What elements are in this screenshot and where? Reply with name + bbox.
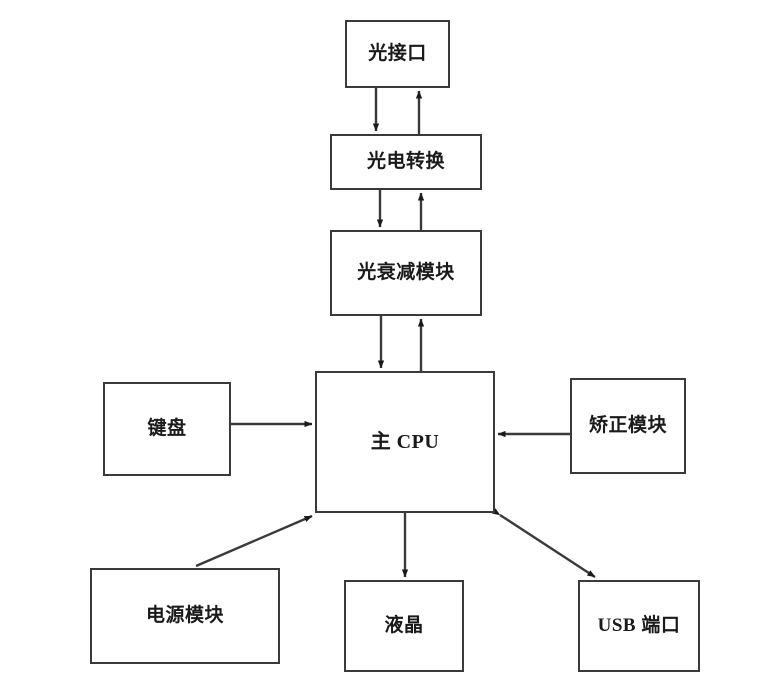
node-power-module-label: 电源模块 [145,604,224,626]
node-optical-interface-label: 光接口 [368,42,427,64]
node-keyboard[interactable]: 键盘 [103,382,231,476]
node-keyboard-label: 键盘 [147,417,187,439]
node-optical-attenuator-module[interactable]: 光衰减模块 [330,230,482,316]
node-power-module[interactable]: 电源模块 [90,568,280,664]
node-lcd[interactable]: 液晶 [344,580,464,672]
node-main-cpu[interactable]: 主 CPU [315,371,495,513]
node-optical-interface[interactable]: 光接口 [345,20,450,88]
node-photoelectric-conversion[interactable]: 光电转换 [330,134,482,190]
edge-power-to-main-cpu [195,514,313,568]
edge-main-cpu-to-usb [491,508,596,579]
node-optical-attenuator-module-label: 光衰减模块 [357,261,455,283]
node-correction-module-label: 矫正模块 [588,414,667,436]
node-usb-port[interactable]: USB 端口 [578,580,700,672]
node-lcd-label: 液晶 [384,614,424,636]
node-usb-port-label: USB 端口 [597,614,681,636]
node-correction-module[interactable]: 矫正模块 [570,378,686,474]
node-photoelectric-conversion-label: 光电转换 [366,150,445,172]
node-main-cpu-label: 主 CPU [370,431,440,453]
